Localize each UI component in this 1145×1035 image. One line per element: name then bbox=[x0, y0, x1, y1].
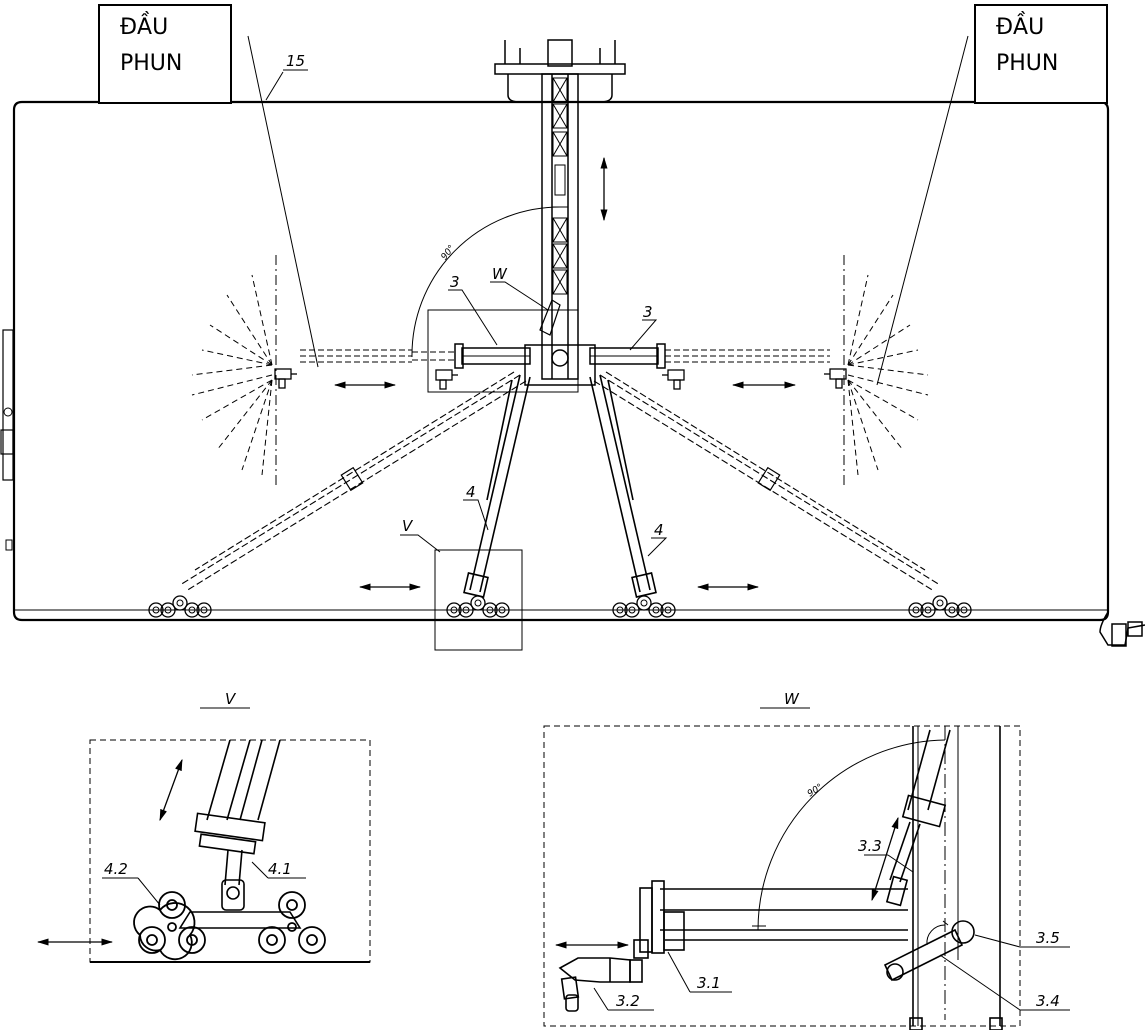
nozzle-label-right-text: ĐẦU PHUN bbox=[996, 15, 1059, 76]
nozzle-label-left: ĐẦU PHUN bbox=[98, 4, 232, 104]
outlet-pipe bbox=[1099, 611, 1145, 647]
arm-right bbox=[589, 343, 847, 390]
callout-4-2: 4.2 bbox=[104, 860, 128, 878]
callout-v-main: V bbox=[402, 517, 414, 535]
angle-label-main: 90° bbox=[440, 244, 458, 263]
tank-outline bbox=[12, 100, 1110, 622]
callout-3-5: 3.5 bbox=[1036, 929, 1060, 947]
callout-3-1: 3.1 bbox=[697, 974, 721, 992]
detail-frame-w bbox=[427, 309, 579, 393]
callout-w-main: W bbox=[492, 265, 508, 283]
callout-4-right: 4 bbox=[654, 521, 664, 539]
angle-label-detail: 90° bbox=[806, 782, 825, 799]
detail-v bbox=[36, 707, 371, 963]
callout-3-left: 3 bbox=[450, 273, 460, 291]
callout-15: 15 bbox=[286, 52, 305, 70]
main-view bbox=[0, 35, 1145, 651]
wall-fitting bbox=[2, 329, 14, 481]
leg-right bbox=[589, 374, 675, 617]
callout-3-4: 3.4 bbox=[1036, 992, 1060, 1010]
nozzle-label-right: ĐẦU PHUN bbox=[974, 4, 1108, 104]
detail-w bbox=[543, 707, 1070, 1031]
detail-frame-v bbox=[434, 549, 523, 651]
leg-left-extended bbox=[149, 371, 527, 617]
callout-4-left: 4 bbox=[466, 483, 476, 501]
detail-w-title: W bbox=[784, 690, 800, 708]
angle-arc bbox=[411, 206, 561, 358]
callout-3-2: 3.2 bbox=[616, 992, 640, 1010]
leg-right-extended bbox=[593, 371, 971, 617]
detail-v-title: V bbox=[225, 690, 237, 708]
wheel-assembly bbox=[133, 891, 326, 961]
leg-left bbox=[447, 374, 531, 617]
callout-4-1: 4.1 bbox=[268, 860, 292, 878]
nozzle-3-2 bbox=[558, 957, 643, 1012]
callout-3-right: 3 bbox=[643, 303, 653, 321]
spray-right bbox=[843, 254, 929, 486]
support-column bbox=[494, 39, 626, 386]
nozzle-label-left-text: ĐẦU PHUN bbox=[120, 15, 183, 76]
callout-3-3: 3.3 bbox=[858, 837, 882, 855]
arm-left bbox=[274, 343, 531, 390]
spray-left bbox=[191, 254, 277, 486]
